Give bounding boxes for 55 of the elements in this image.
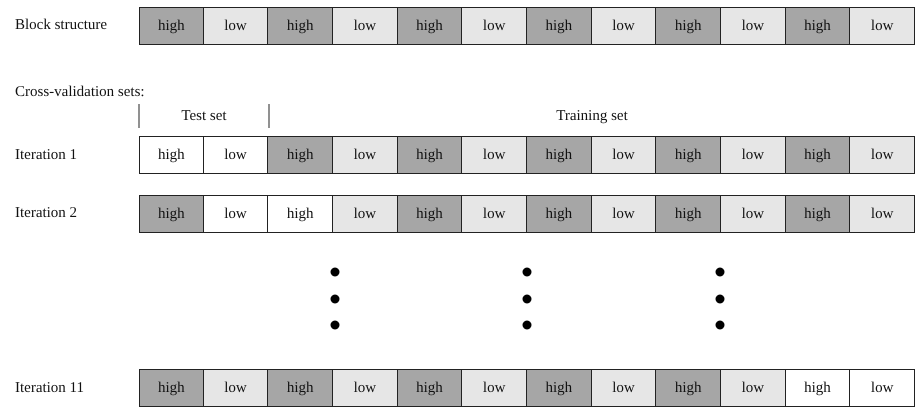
block-cell: high bbox=[396, 7, 462, 45]
block-cell: low bbox=[332, 195, 398, 233]
block-cell: high bbox=[139, 195, 204, 233]
block-cell: high bbox=[267, 7, 333, 45]
group-label: Training set bbox=[555, 108, 629, 125]
block-cell: high bbox=[396, 136, 462, 174]
block-cell: low bbox=[849, 369, 915, 407]
block-cell: low bbox=[720, 7, 786, 45]
block-cell: low bbox=[461, 369, 527, 407]
block-cell: low bbox=[590, 369, 656, 407]
block-cell: high bbox=[267, 136, 333, 174]
block-cell: high bbox=[267, 369, 333, 407]
block-cell: low bbox=[461, 195, 527, 233]
block-cell: low bbox=[849, 7, 915, 45]
block-cell: high bbox=[655, 195, 721, 233]
block-cell: low bbox=[332, 369, 398, 407]
block-cell: high bbox=[784, 136, 850, 174]
block-cell: high bbox=[139, 7, 204, 45]
block-cell: low bbox=[332, 7, 398, 45]
block-cell: low bbox=[849, 136, 915, 174]
block-cell: high bbox=[526, 136, 592, 174]
row-label: Iteration 11 bbox=[15, 380, 84, 397]
block-cell: low bbox=[720, 369, 786, 407]
block-cell: high bbox=[655, 369, 721, 407]
block-cell: low bbox=[202, 195, 268, 233]
block-cell: low bbox=[202, 369, 268, 407]
block-cell: low bbox=[590, 195, 656, 233]
block-cell: low bbox=[332, 136, 398, 174]
block-cell: high bbox=[526, 195, 592, 233]
block-cell: high bbox=[267, 195, 333, 233]
block-cell: low bbox=[720, 136, 786, 174]
block-cell: high bbox=[655, 136, 721, 174]
block-cell: high bbox=[396, 195, 462, 233]
block-cell: high bbox=[784, 195, 850, 233]
block-cell: high bbox=[139, 369, 204, 407]
block-cell: high bbox=[655, 7, 721, 45]
block-cell: high bbox=[784, 369, 850, 407]
row-label: Iteration 1 bbox=[15, 147, 78, 164]
block-cell: low bbox=[202, 136, 268, 174]
block-cell: high bbox=[396, 369, 462, 407]
block-cell: low bbox=[590, 7, 656, 45]
group-label: Test set bbox=[180, 108, 228, 125]
block-cell: low bbox=[720, 195, 786, 233]
block-cell: high bbox=[526, 369, 592, 407]
block-cell: low bbox=[590, 136, 656, 174]
block-cell: low bbox=[849, 195, 915, 233]
row-label: Iteration 2 bbox=[15, 205, 78, 222]
block-cell: high bbox=[526, 7, 592, 45]
row-label: Block structure bbox=[15, 17, 108, 34]
block-cell: low bbox=[461, 7, 527, 45]
block-cell: high bbox=[784, 7, 850, 45]
block-cell: low bbox=[202, 7, 268, 45]
section-heading: Cross-validation sets: bbox=[15, 84, 145, 101]
block-cell: low bbox=[461, 136, 527, 174]
block-cell: high bbox=[139, 136, 204, 174]
